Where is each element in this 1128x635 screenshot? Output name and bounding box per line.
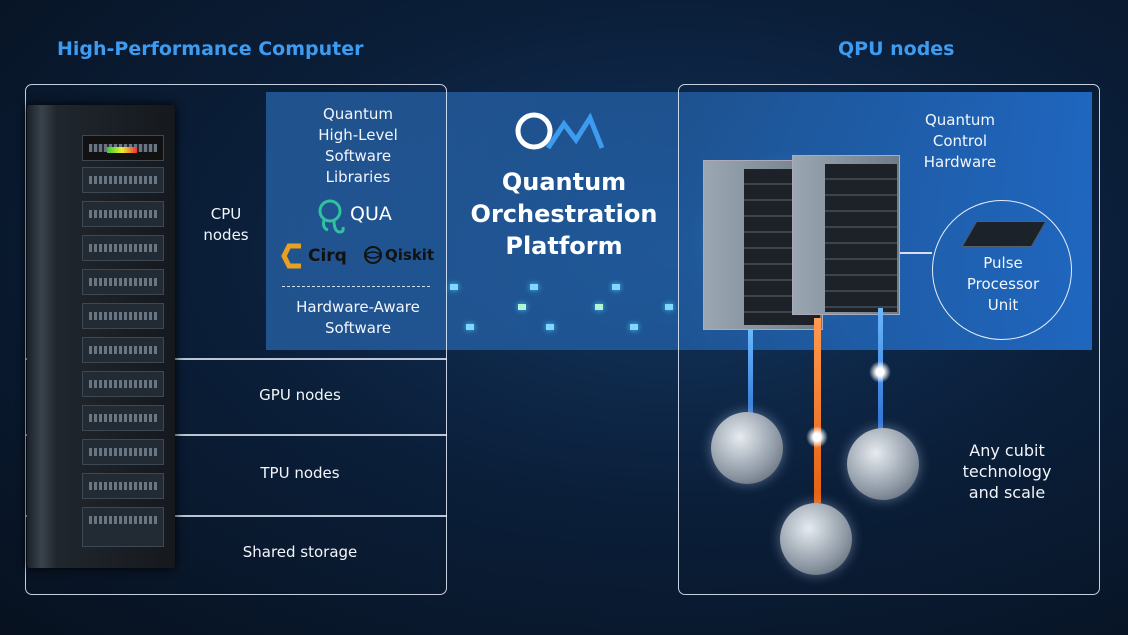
qpu-box bbox=[678, 84, 1100, 595]
gpu-nodes-label: GPU nodes bbox=[259, 386, 341, 404]
cpu-nodes-label: CPU nodes bbox=[203, 205, 249, 244]
server-rack-image bbox=[27, 105, 175, 568]
qm-logo bbox=[514, 110, 606, 158]
qiskit-icon bbox=[364, 246, 382, 264]
divider bbox=[25, 358, 447, 360]
spin-qubit-sphere bbox=[780, 503, 852, 575]
chip-icon bbox=[961, 221, 1047, 247]
qua-icon bbox=[318, 199, 345, 234]
divider bbox=[25, 515, 447, 517]
dashed-divider bbox=[282, 286, 430, 287]
qua-logo: QUA bbox=[316, 198, 392, 240]
superconducting-qubit-sphere bbox=[711, 412, 783, 484]
cirq-logo: Cirq bbox=[281, 242, 347, 270]
connector-line bbox=[900, 252, 932, 254]
atom-qubit-sphere bbox=[847, 428, 919, 500]
qpu-title: QPU nodes bbox=[838, 38, 955, 60]
qiskit-logo: Qiskit bbox=[363, 245, 434, 265]
cirq-icon bbox=[281, 243, 301, 269]
tpu-nodes-label: TPU nodes bbox=[260, 464, 340, 482]
hpc-box bbox=[25, 84, 447, 595]
divider bbox=[25, 434, 447, 436]
shared-storage-label: Shared storage bbox=[242, 543, 358, 561]
hpc-title: High-Performance Computer bbox=[57, 38, 364, 60]
